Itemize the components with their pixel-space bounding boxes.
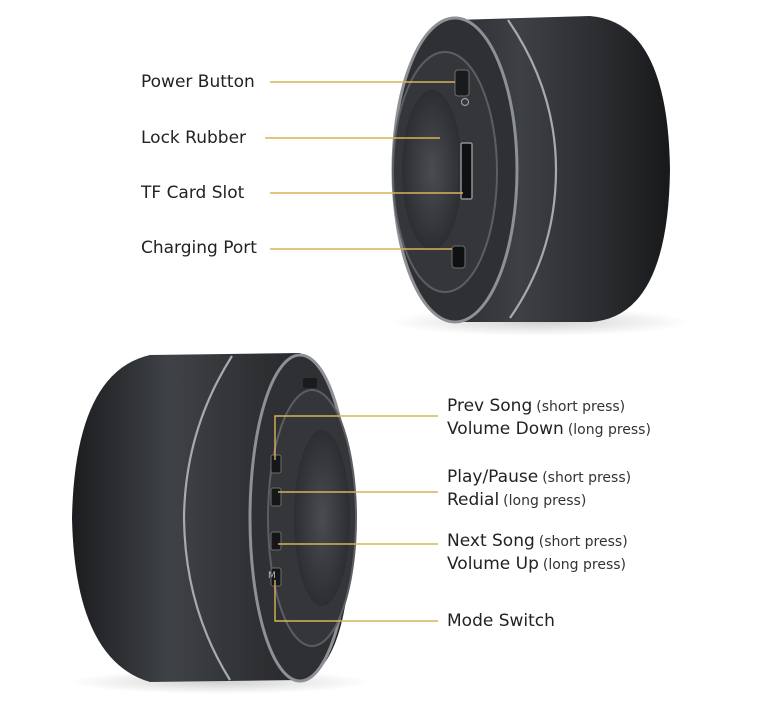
label-volume-down-text: Volume Down — [447, 419, 564, 439]
label-volume-down-sub: (long press) — [567, 422, 651, 438]
label-mode-switch-text: Mode Switch — [447, 611, 555, 631]
label-mode-switch: Mode Switch — [447, 610, 555, 632]
label-next-song-sub: (short press) — [538, 534, 628, 550]
label-prev-song: Prev Song(short press) — [447, 395, 625, 418]
bottom-leader-lines — [274, 415, 438, 622]
bottom-speaker — [70, 353, 370, 694]
button-prev-song — [270, 454, 282, 474]
label-volume-up-sub: (long press) — [542, 557, 626, 573]
leader-mode-switch — [274, 580, 438, 622]
label-redial-sub: (long press) — [503, 493, 587, 509]
mode-letter-icon: M — [268, 571, 276, 581]
button-play-pause — [270, 487, 282, 507]
top-speaker-power-switch — [454, 69, 470, 97]
label-volume-up: Volume Up(long press) — [447, 553, 626, 576]
label-power-button-text: Power Button — [141, 72, 255, 92]
label-play-pause: Play/Pause(short press) — [447, 466, 631, 489]
label-redial-text: Redial — [447, 490, 500, 510]
button-mode-switch — [270, 567, 282, 587]
top-speaker — [390, 16, 690, 336]
label-lock-rubber: Lock Rubber — [141, 127, 246, 149]
label-tf-card-slot: TF Card Slot — [141, 182, 244, 204]
bottom-speaker-seam — [182, 355, 233, 681]
bottom-speaker-face — [294, 430, 350, 606]
label-lock-rubber-text: Lock Rubber — [141, 128, 247, 148]
label-prev-song-text: Prev Song — [447, 396, 533, 416]
top-speaker-seam — [507, 19, 558, 319]
label-redial: Redial(long press) — [447, 489, 586, 512]
label-prev-song-sub: (short press) — [536, 399, 626, 415]
top-leader-lines — [265, 81, 463, 250]
top-speaker-lock-rubber — [402, 90, 462, 250]
label-power-button: Power Button — [141, 71, 255, 93]
label-charging-port: Charging Port — [141, 237, 257, 259]
label-tf-card-slot-text: TF Card Slot — [141, 183, 245, 203]
leader-prev-song — [274, 415, 438, 460]
label-play-pause-sub: (short press) — [542, 470, 632, 486]
label-play-pause-text: Play/Pause — [447, 467, 539, 487]
label-next-song-text: Next Song — [447, 531, 535, 551]
top-speaker-tf-slot — [460, 142, 473, 200]
label-charging-port-text: Charging Port — [141, 238, 257, 258]
label-volume-down: Volume Down(long press) — [447, 418, 651, 441]
label-next-song: Next Song(short press) — [447, 530, 628, 553]
top-speaker-power-icon — [460, 97, 470, 107]
button-next-song — [270, 531, 282, 551]
bottom-speaker-top-nub — [303, 378, 317, 388]
top-speaker-charging-port — [451, 245, 466, 269]
label-volume-up-text: Volume Up — [447, 554, 539, 574]
